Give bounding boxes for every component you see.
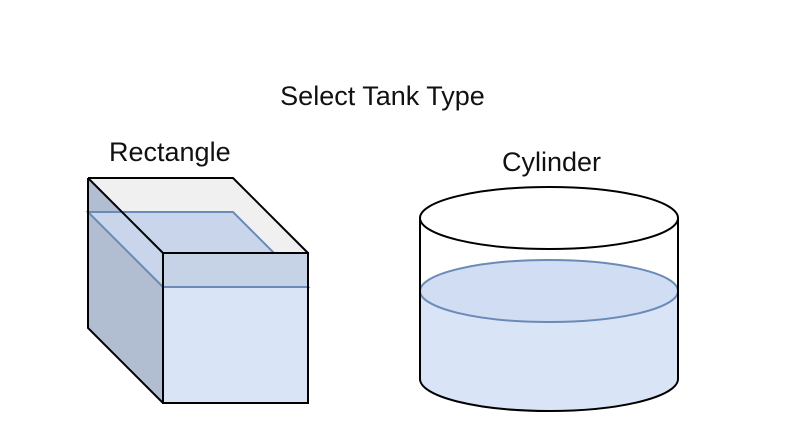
- cylinder-tank-option[interactable]: [412, 180, 684, 420]
- front-face-upper: [163, 253, 308, 287]
- cylindrical-tank-icon: [419, 186, 679, 412]
- page-title: Select Tank Type: [280, 81, 485, 111]
- cylinder-option-label[interactable]: Cylinder: [502, 147, 602, 177]
- tank-side-outline: [87, 178, 164, 404]
- rectangle-option-label[interactable]: Rectangle: [109, 137, 231, 167]
- cylinder-bottom-edge: [419, 378, 679, 412]
- tank-top-edges: [88, 177, 309, 254]
- front-face-water: [163, 287, 308, 403]
- cylinder-water-surface: [419, 259, 679, 323]
- rectangular-tank-icon: [85, 177, 311, 404]
- cylinder-top-rim: [419, 186, 679, 250]
- tank-front-outline: [162, 252, 309, 404]
- rectangle-tank-option[interactable]: [85, 177, 323, 416]
- cylinder-water-body: [420, 291, 678, 411]
- tank-top-diagonal: [87, 177, 164, 254]
